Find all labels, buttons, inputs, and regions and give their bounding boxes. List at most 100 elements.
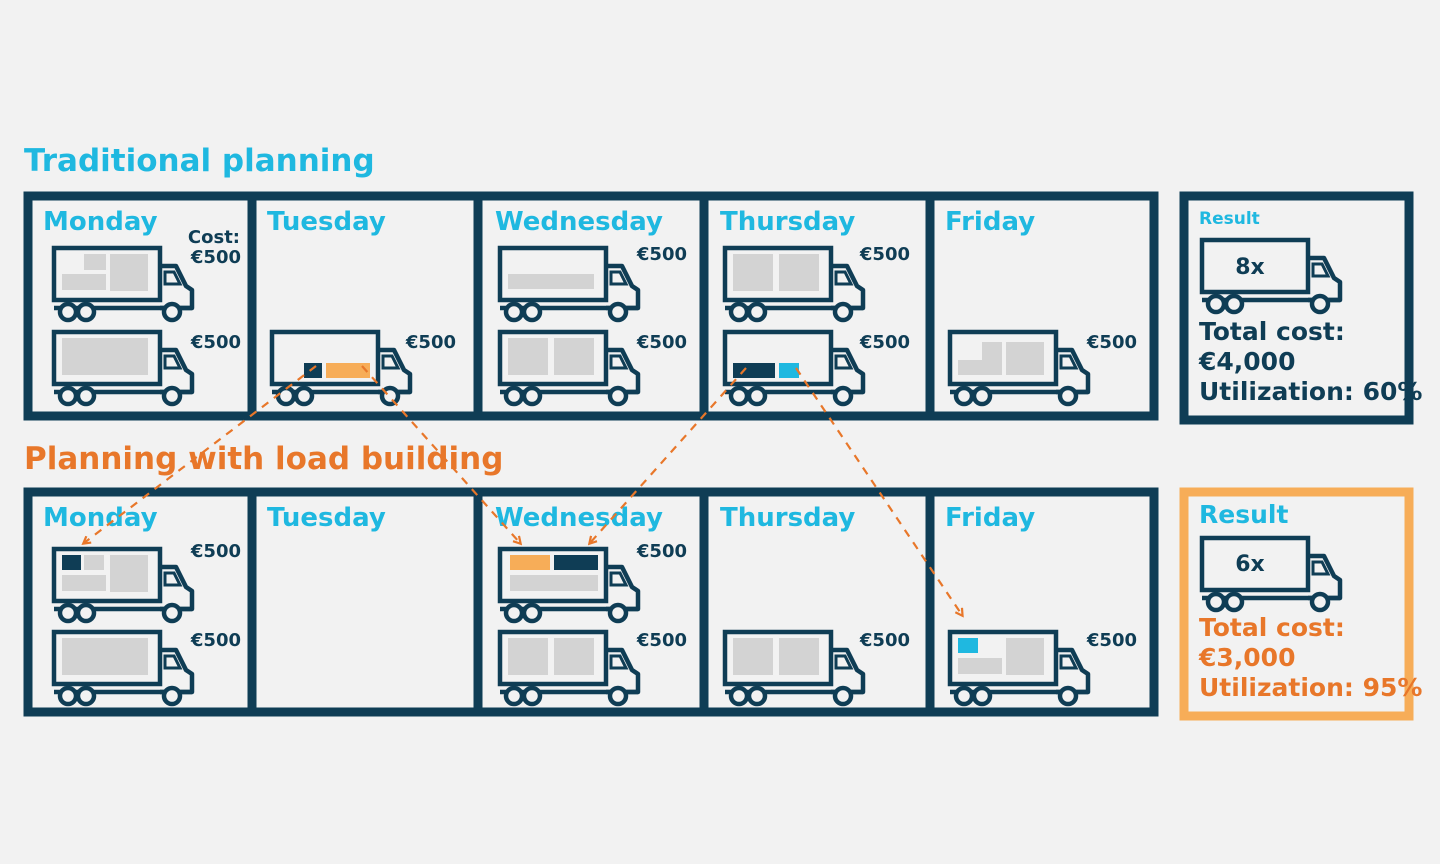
truck-wheel xyxy=(161,385,183,407)
section-title: Planning with load building xyxy=(24,441,503,477)
cargo-load xyxy=(1006,638,1044,675)
load-move-arrow xyxy=(590,367,747,543)
day-label-friday: Friday xyxy=(945,207,1035,237)
truck-window xyxy=(163,654,183,670)
cargo-load xyxy=(508,274,594,289)
cargo-load xyxy=(508,338,548,375)
truck-body xyxy=(51,329,163,387)
cargo-load xyxy=(304,363,322,378)
day-label-monday: Monday xyxy=(43,503,158,533)
truck-body xyxy=(497,629,609,687)
truck-wheel xyxy=(1057,385,1079,407)
day-label-tuesday: Tuesday xyxy=(267,503,386,533)
load-move-arrow xyxy=(795,367,962,615)
truck-wheel xyxy=(75,301,97,323)
price-label: €500 xyxy=(636,541,687,562)
cargo-load xyxy=(554,338,594,375)
truck-count: 8x xyxy=(1235,255,1265,280)
cargo-load xyxy=(958,638,978,653)
truck-wheel xyxy=(746,685,768,707)
truck-window xyxy=(609,354,629,370)
truck-body xyxy=(51,546,163,604)
cargo-load xyxy=(779,638,819,675)
truck-icon xyxy=(51,546,195,624)
day-label-wednesday: Wednesday xyxy=(495,207,663,237)
truck-wheel xyxy=(1205,293,1227,315)
truck-wheel xyxy=(728,301,750,323)
truck-wheel xyxy=(161,301,183,323)
truck-wheel xyxy=(57,685,79,707)
result-truck-icon xyxy=(1199,535,1343,613)
price-label: €500 xyxy=(190,541,241,562)
truck-wheel xyxy=(1309,293,1331,315)
day-label-friday: Friday xyxy=(945,503,1035,533)
truck-wheel xyxy=(503,385,525,407)
truck-wheel xyxy=(607,385,629,407)
result-truck-icon xyxy=(1199,237,1343,315)
cargo-load xyxy=(62,638,148,675)
truck-wheel xyxy=(1223,591,1245,613)
total-cost-value: €4,000 xyxy=(1198,347,1295,376)
day-label-thursday: Thursday xyxy=(720,503,855,533)
truck-icon xyxy=(497,546,641,624)
load-move-arrow xyxy=(361,365,520,543)
utilization-label: Utilization: 95% xyxy=(1199,673,1422,702)
cargo-load xyxy=(958,658,1002,674)
cargo-load xyxy=(733,638,773,675)
total-cost-value: €3,000 xyxy=(1198,643,1295,672)
truck-body xyxy=(497,546,609,604)
cargo-load xyxy=(326,363,370,378)
truck-window xyxy=(834,354,854,370)
truck-body xyxy=(269,329,381,387)
price-label: €500 xyxy=(1086,332,1137,353)
truck-wheel xyxy=(503,685,525,707)
truck-wheel xyxy=(1057,685,1079,707)
truck-body xyxy=(497,245,609,303)
truck-wheel xyxy=(161,685,183,707)
result-box xyxy=(1179,191,1414,425)
truck-count: 6x xyxy=(1235,552,1265,577)
price-label: €500 xyxy=(190,332,241,353)
truck-icon xyxy=(722,245,866,323)
truck-wheel xyxy=(607,685,629,707)
truck-window xyxy=(1059,654,1079,670)
price-label: €500 xyxy=(190,630,241,651)
truck-icon xyxy=(269,329,413,407)
cargo-load xyxy=(62,274,106,290)
truck-window xyxy=(609,654,629,670)
truck-body xyxy=(722,329,834,387)
truck-window xyxy=(834,654,854,670)
truck-window xyxy=(381,354,401,370)
truck-icon xyxy=(51,629,195,707)
truck-wheel xyxy=(75,602,97,624)
truck-wheel xyxy=(746,301,768,323)
truck-icon xyxy=(51,329,195,407)
truck-body xyxy=(947,629,1059,687)
cost-label: Cost: xyxy=(188,227,240,248)
load-move-arrow xyxy=(84,365,317,543)
truck-wheel xyxy=(503,602,525,624)
truck-wheel xyxy=(607,602,629,624)
truck-wheel xyxy=(728,685,750,707)
truck-icon xyxy=(947,329,1091,407)
truck-wheel xyxy=(161,602,183,624)
cargo-load xyxy=(62,575,106,591)
cargo-load xyxy=(62,338,148,375)
cargo-load xyxy=(62,555,81,570)
truck-wheel xyxy=(832,385,854,407)
total-cost-label: Total cost: xyxy=(1199,317,1345,346)
total-cost-label: Total cost: xyxy=(1199,613,1345,642)
cargo-load xyxy=(958,360,988,375)
truck-wheel xyxy=(275,385,297,407)
cargo-load xyxy=(508,638,548,675)
truck-body xyxy=(497,329,609,387)
truck-wheel xyxy=(293,385,315,407)
price-label: €500 xyxy=(1086,630,1137,651)
cargo-load xyxy=(554,638,594,675)
day-label-tuesday: Tuesday xyxy=(267,207,386,237)
truck-wheel xyxy=(971,385,993,407)
result-title: Result xyxy=(1199,209,1260,229)
price-label: €500 xyxy=(405,332,456,353)
cargo-load xyxy=(779,363,799,378)
